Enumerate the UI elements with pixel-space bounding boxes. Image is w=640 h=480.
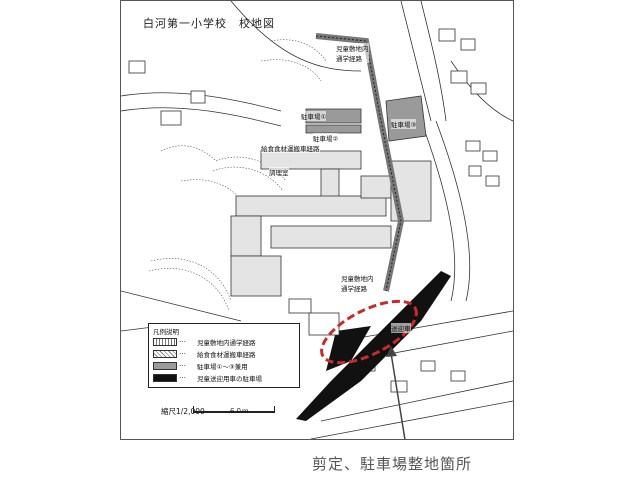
label-bus-parking: 送迎車 — [391, 323, 411, 333]
legend-row-parking: … 駐車場①～③兼用 — [153, 360, 297, 371]
legend-dots: … — [179, 360, 186, 368]
legend-text: 給食食材運搬車経路 — [197, 351, 256, 359]
legend-text: 児童敷地内通学経路 — [197, 339, 256, 347]
label-route-top: 児童敷地内通学経路 — [336, 43, 369, 63]
legend-dots: … — [179, 372, 186, 380]
scale-tick-left — [193, 406, 194, 413]
label-food-route: 給食食材運搬車経路 — [261, 143, 320, 153]
legend-swatch-route — [153, 338, 177, 346]
legend-text: 駐車場①～③兼用 — [197, 363, 248, 371]
scale-tick-right — [274, 406, 275, 413]
scale-label: 縮尺1/2,000 — [161, 407, 205, 416]
scale-bar — [193, 411, 275, 413]
legend-swatch-parking — [153, 362, 177, 370]
label-parking-1: 駐車場① — [301, 111, 327, 121]
map-title: 白河第一小学校 校地図 — [143, 17, 275, 30]
legend-row-bus: … 児童送迎用車の駐車場 — [153, 372, 297, 383]
school-map: 白河第一小学校 校地図 児童敷地内通学経路 駐車場① 駐車場② 駐車場③ 給食食… — [120, 0, 514, 440]
legend-title: 凡例説明 — [153, 328, 179, 336]
label-parking-3: 駐車場③ — [391, 119, 417, 129]
label-kitchen: 調理室 — [269, 167, 289, 177]
legend-dots: … — [179, 348, 186, 356]
caption: 剪定、駐車場整地箇所 — [312, 455, 473, 473]
legend-swatch-bus — [153, 374, 177, 382]
legend-row-food: … 給食食材運搬車経路 — [153, 348, 297, 359]
map-drawing — [121, 1, 513, 439]
legend: 凡例説明 … 児童敷地内通学経路 … 給食食材運搬車経路 … 駐車場①～③兼用 … — [148, 323, 300, 388]
highlight-ellipse — [320, 299, 418, 365]
legend-swatch-food — [153, 350, 177, 358]
legend-text: 児童送迎用車の駐車場 — [197, 375, 262, 383]
label-route-right: 児童敷地内通学経路 — [341, 273, 374, 293]
scale-distance: ６０ｍ — [229, 407, 249, 415]
label-parking-2: 駐車場② — [313, 133, 339, 143]
legend-row-route: … 児童敷地内通学経路 — [153, 336, 297, 347]
legend-dots: … — [179, 336, 186, 344]
